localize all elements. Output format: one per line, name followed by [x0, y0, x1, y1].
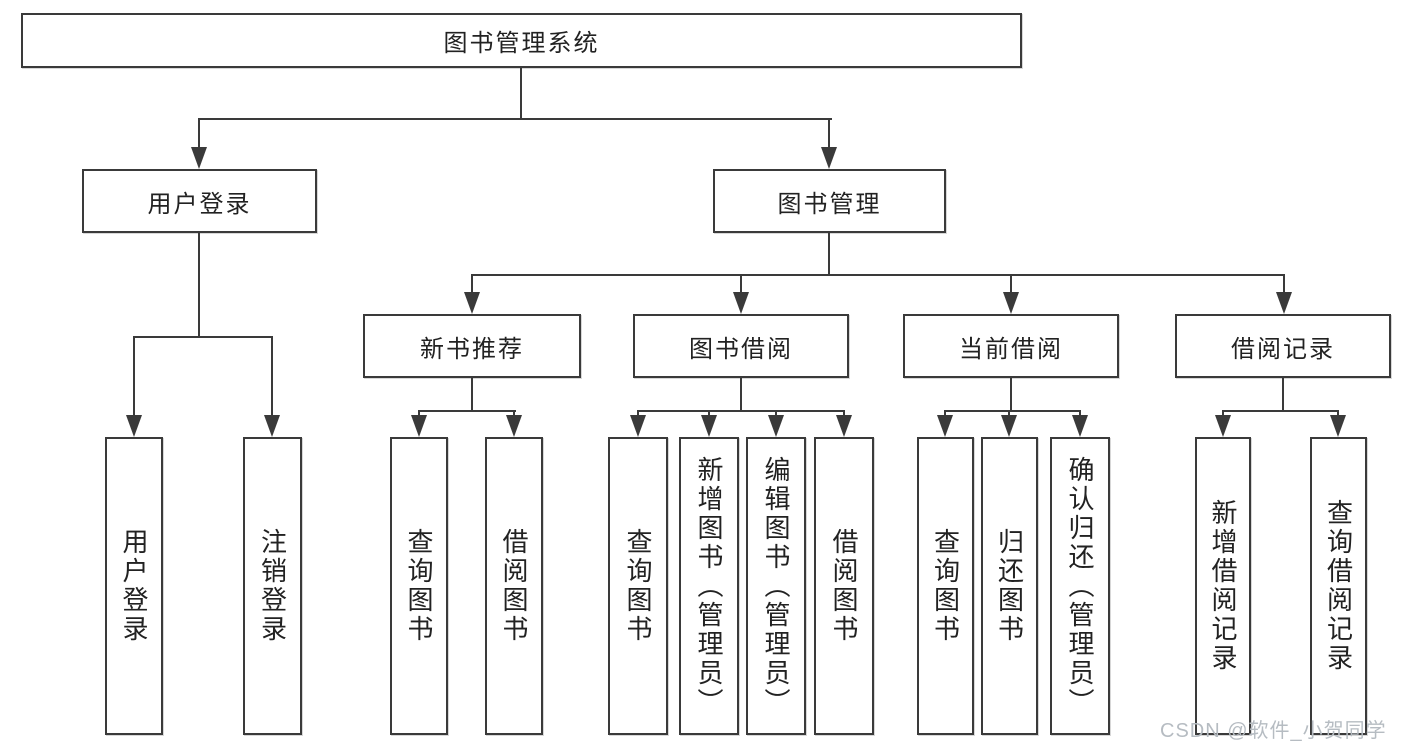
connector-line [1283, 274, 1285, 294]
connector-line [471, 274, 1285, 276]
connector-line [271, 336, 273, 416]
arrow-down-icon [126, 415, 142, 437]
arrow-down-icon [1003, 292, 1019, 314]
arrow-down-icon [191, 147, 207, 169]
leaf-borrow-borrow-book-label: 借阅图书 [829, 528, 859, 644]
connector-line [471, 378, 473, 410]
arrow-down-icon [821, 147, 837, 169]
leaf-borrow-borrow-book: 借阅图书 [814, 437, 874, 735]
leaf-current-return-book: 归还图书 [981, 437, 1038, 735]
arrow-down-icon [1001, 415, 1017, 437]
leaf-borrow-edit-book-admin-label: 编辑图书（管理员） [761, 455, 791, 717]
connector-line [775, 410, 777, 417]
node-new-book-recommend: 新书推荐 [363, 314, 581, 378]
leaf-borrow-query-book: 查询图书 [608, 437, 668, 735]
connector-line [828, 118, 830, 149]
leaf-borrow-add-book-admin-label: 新增图书（管理员） [694, 455, 724, 717]
connector-line [1222, 410, 1339, 412]
leaf-borrow-edit-book-admin: 编辑图书（管理员） [746, 437, 806, 735]
connector-line [740, 378, 742, 410]
connector-line [1079, 410, 1081, 417]
csdn-watermark: CSDN @软件_小贺同学 [1160, 720, 1387, 742]
arrow-down-icon [1215, 415, 1231, 437]
leaf-records-add-record-label: 新增借阅记录 [1208, 499, 1238, 673]
node-book-borrow: 图书借阅 [633, 314, 849, 378]
leaf-current-query-book: 查询图书 [917, 437, 974, 735]
leaf-records-query-record-label: 查询借阅记录 [1323, 499, 1354, 673]
connector-line [740, 274, 742, 294]
connector-line [520, 68, 522, 118]
leaf-current-confirm-return-admin-label: 确认归还（管理员） [1065, 455, 1095, 717]
leaf-user-login: 用户登录 [105, 437, 163, 735]
connector-line [471, 274, 473, 294]
node-book-borrow-label: 图书借阅 [689, 335, 793, 363]
connector-line [133, 336, 135, 416]
connector-line [828, 233, 830, 274]
node-book-management-label: 图书管理 [777, 190, 882, 218]
node-current-borrow-label: 当前借阅 [959, 335, 1063, 363]
arrow-down-icon [506, 415, 522, 437]
leaf-borrow-add-book-admin: 新增图书（管理员） [679, 437, 739, 735]
arrow-down-icon [1072, 415, 1088, 437]
arrow-down-icon [464, 292, 480, 314]
arrow-down-icon [1276, 292, 1292, 314]
connector-line [1282, 378, 1284, 410]
node-root-system: 图书管理系统 [21, 13, 1022, 68]
leaf-records-query-record: 查询借阅记录 [1310, 437, 1367, 735]
node-user-login-label: 用户登录 [147, 190, 252, 218]
arrow-down-icon [1330, 415, 1346, 437]
connector-line [1337, 410, 1339, 417]
connector-line [198, 233, 200, 336]
connector-line [1010, 274, 1012, 294]
arrow-down-icon [411, 415, 427, 437]
arrow-down-icon [630, 415, 646, 437]
leaf-user-logout-label: 注销登录 [257, 528, 288, 644]
connector-line [637, 410, 845, 412]
leaf-current-return-book-label: 归还图书 [994, 528, 1025, 644]
node-user-login: 用户登录 [82, 169, 317, 233]
arrow-down-icon [768, 415, 784, 437]
connector-line [944, 410, 1081, 412]
leaf-current-confirm-return-admin: 确认归还（管理员） [1050, 437, 1110, 735]
leaf-recommend-borrow-book: 借阅图书 [485, 437, 543, 735]
node-new-book-recommend-label: 新书推荐 [420, 335, 524, 363]
connector-line [637, 410, 639, 417]
connector-line [513, 410, 515, 417]
arrow-down-icon [937, 415, 953, 437]
connector-line [1010, 378, 1012, 410]
leaf-records-add-record: 新增借阅记录 [1195, 437, 1251, 735]
connector-line [944, 410, 946, 417]
connector-line [198, 118, 832, 120]
connector-line [418, 410, 420, 417]
leaf-recommend-query-book-label: 查询图书 [404, 528, 434, 644]
leaf-current-query-book-label: 查询图书 [930, 528, 961, 644]
arrow-down-icon [733, 292, 749, 314]
arrow-down-icon [836, 415, 852, 437]
arrow-down-icon [264, 415, 280, 437]
node-book-management: 图书管理 [713, 169, 946, 233]
leaf-recommend-borrow-book-label: 借阅图书 [499, 528, 529, 644]
leaf-recommend-query-book: 查询图书 [390, 437, 448, 735]
leaf-user-login-label: 用户登录 [119, 528, 149, 644]
connector-line [418, 410, 516, 412]
connector-line [843, 410, 845, 417]
connector-line [198, 118, 200, 149]
leaf-borrow-query-book-label: 查询图书 [623, 528, 653, 644]
connector-line [133, 336, 273, 338]
connector-line [1222, 410, 1224, 417]
leaf-user-logout: 注销登录 [243, 437, 302, 735]
connector-line [708, 410, 710, 417]
node-current-borrow: 当前借阅 [903, 314, 1119, 378]
node-root-label: 图书管理系统 [443, 30, 600, 57]
connector-line [1008, 410, 1010, 417]
arrow-down-icon [701, 415, 717, 437]
node-borrow-records-label: 借阅记录 [1231, 335, 1335, 363]
node-borrow-records: 借阅记录 [1175, 314, 1391, 378]
